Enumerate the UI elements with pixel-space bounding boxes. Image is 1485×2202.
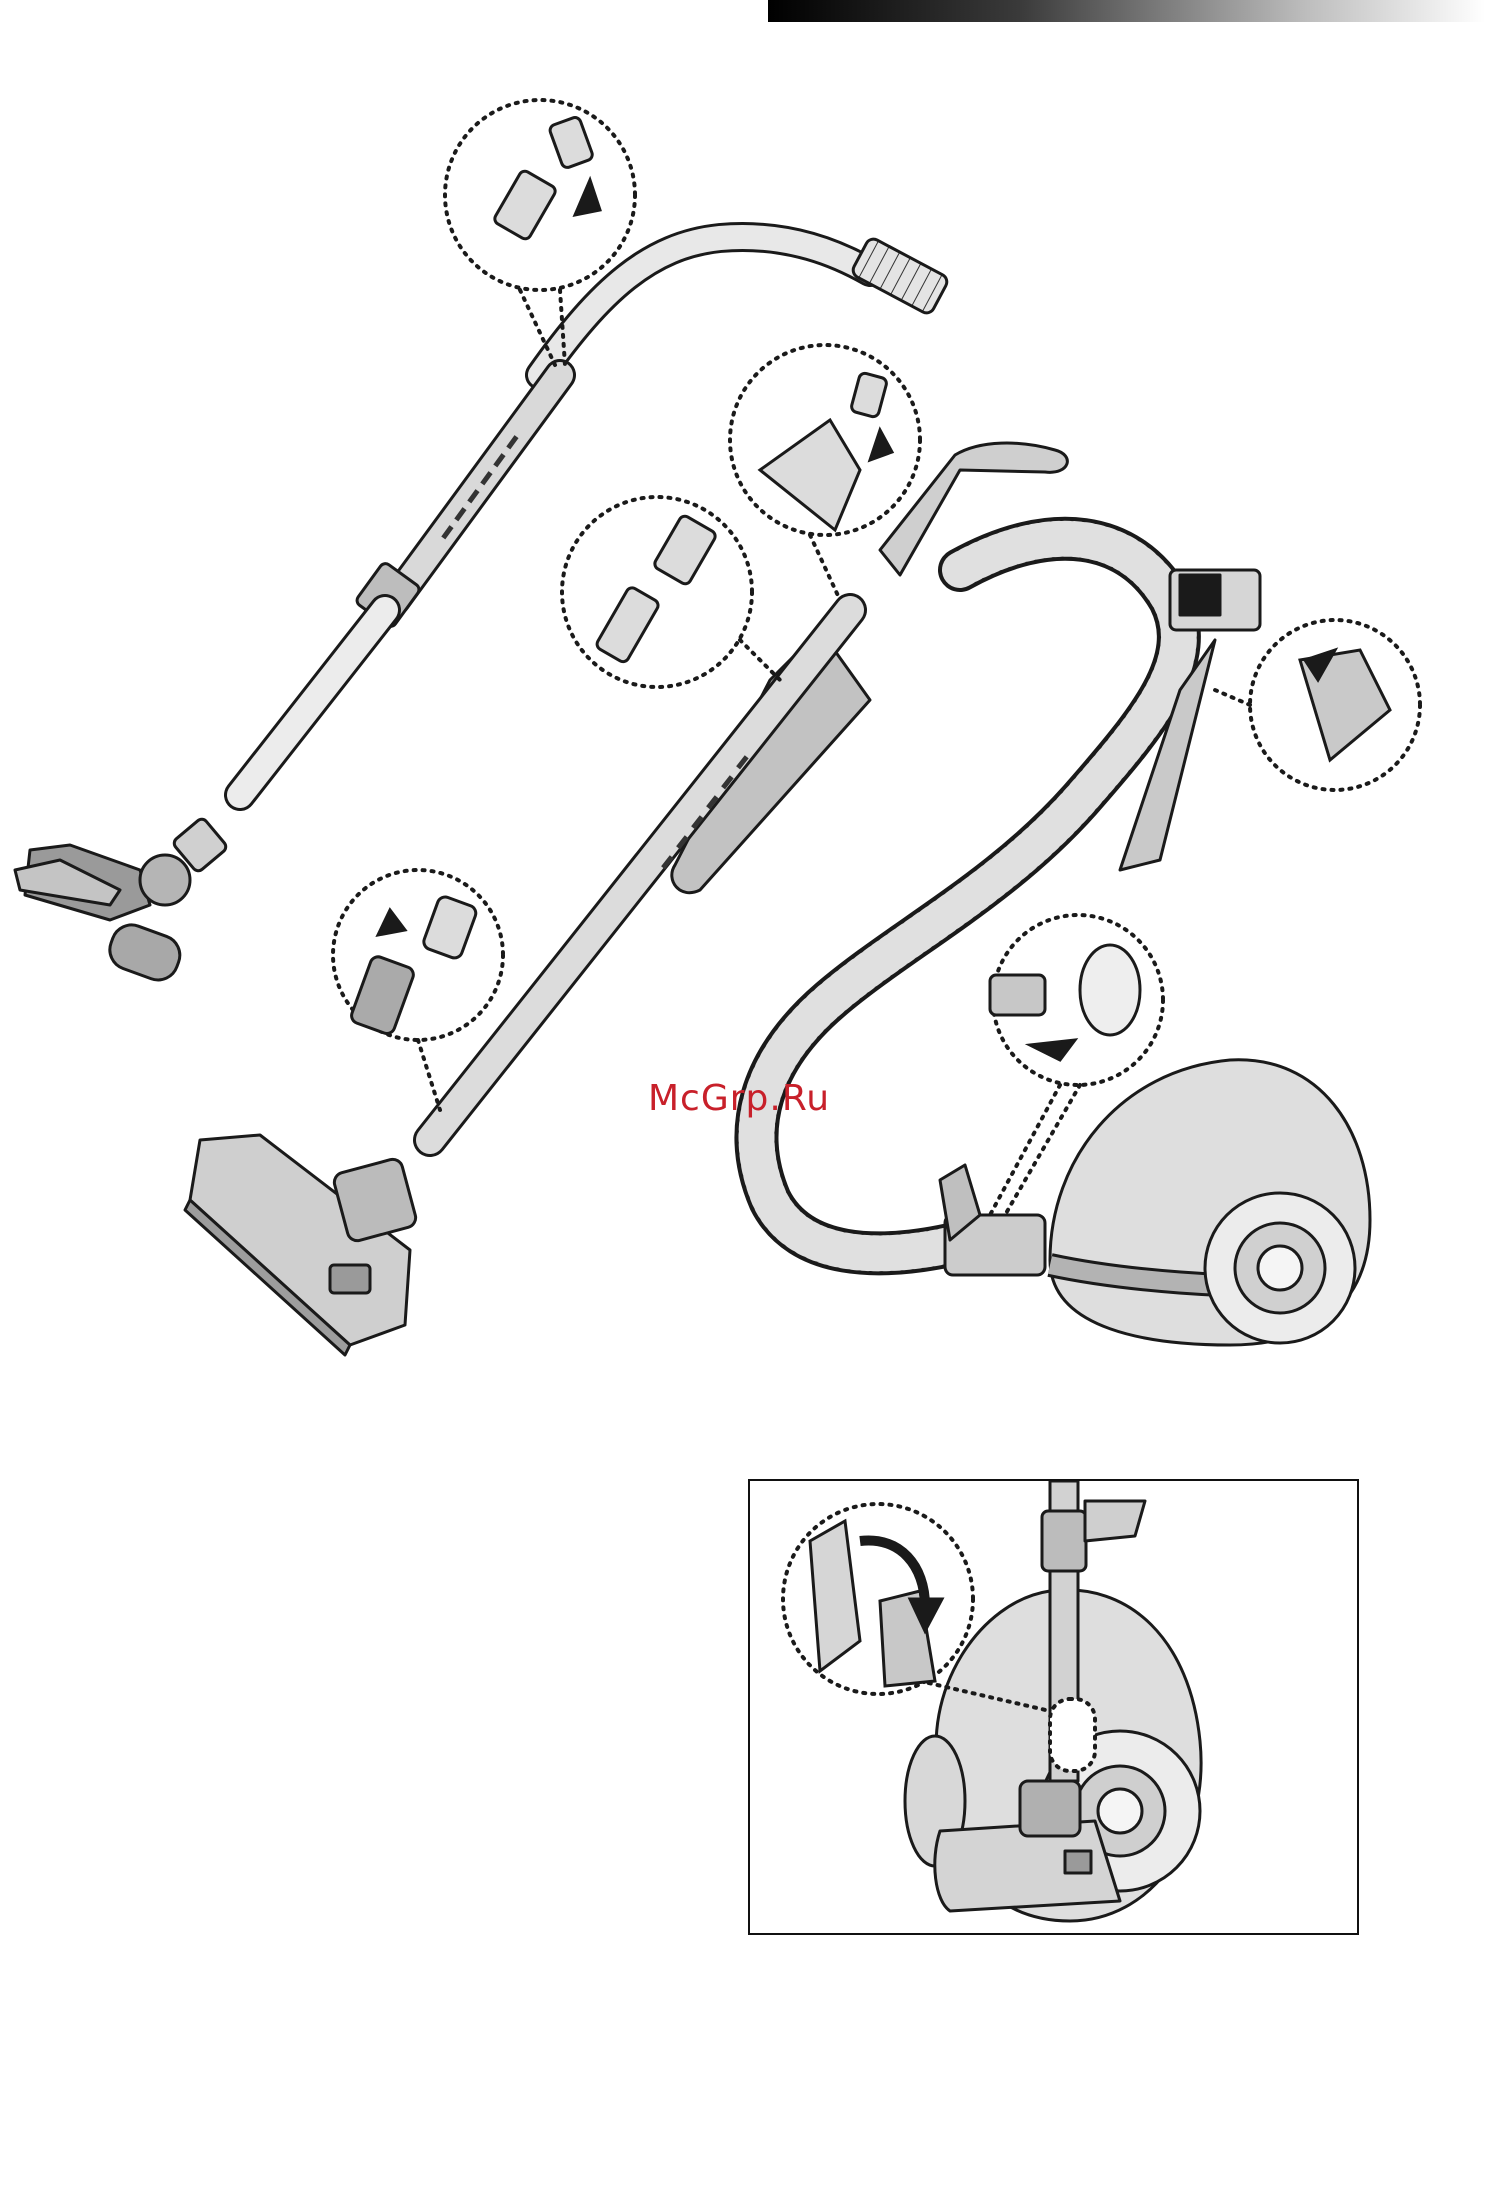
watermark-text: McGrp.Ru xyxy=(648,1078,830,1119)
floor-nozzle xyxy=(185,1135,418,1355)
vacuum-assembly-illustration xyxy=(0,0,1485,1400)
turbo-brush-nozzle xyxy=(15,817,228,986)
inset-callout-circle xyxy=(783,1504,973,1694)
callout-crevice-tool xyxy=(562,497,752,687)
hose-stub xyxy=(850,236,949,315)
canister-body xyxy=(940,1060,1370,1345)
parking-illustration xyxy=(750,1481,1359,1935)
inset-parking-figure xyxy=(748,1479,1359,1935)
